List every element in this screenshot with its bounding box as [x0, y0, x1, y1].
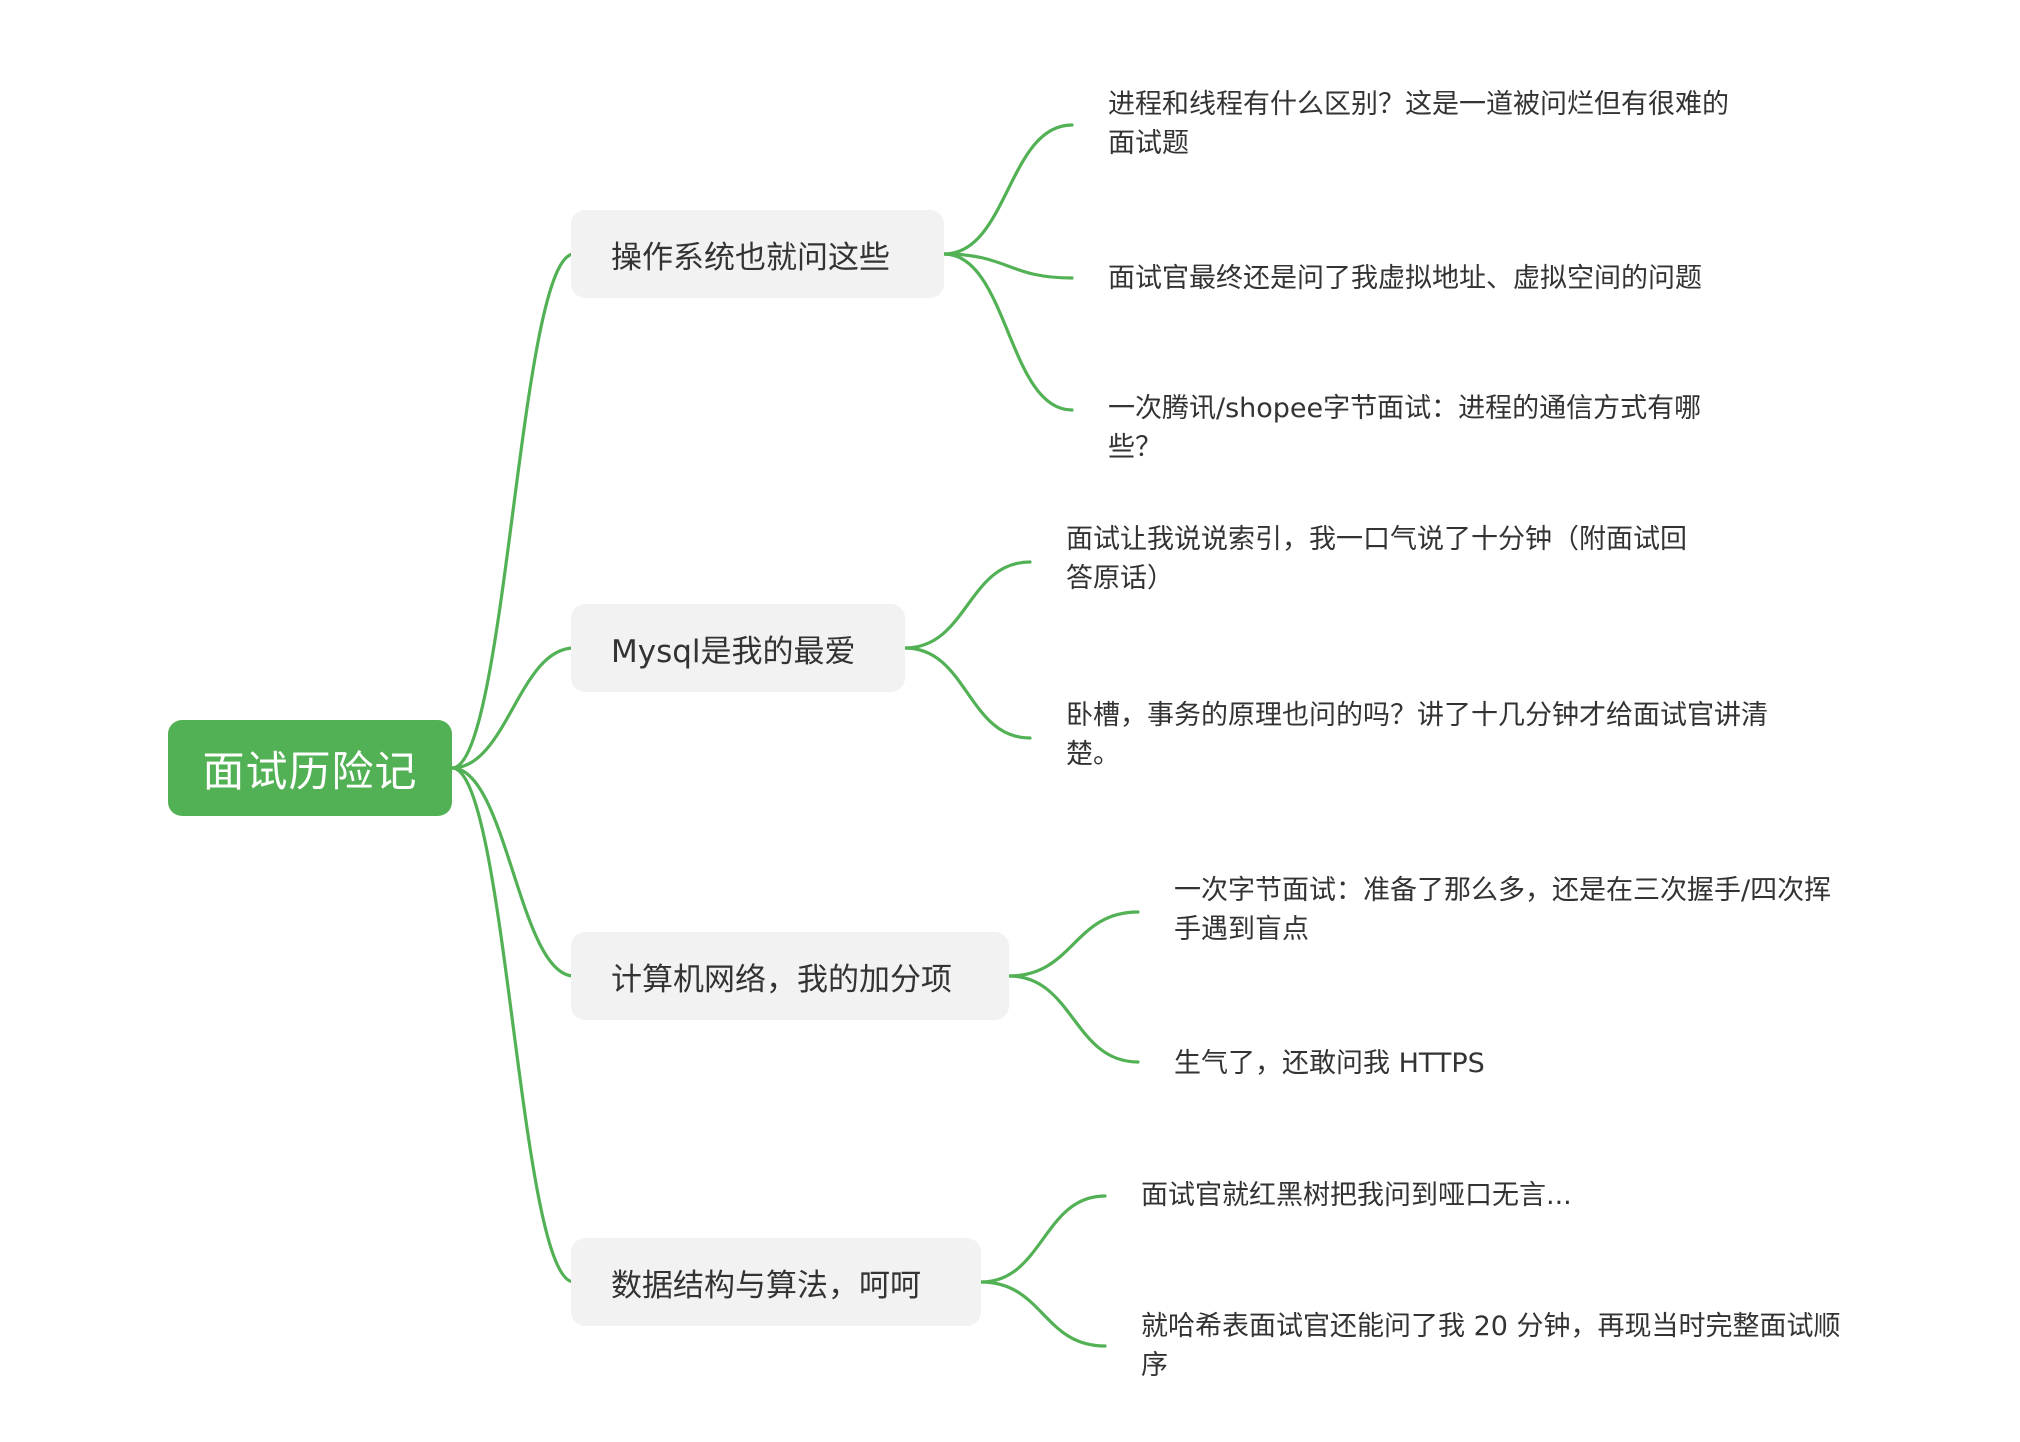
branch-topic-computer-network[interactable]: 计算机网络，我的加分项	[571, 932, 1009, 1020]
leaf-topic[interactable]: 面试官就红黑树把我问到哑口无言...	[1141, 1176, 1861, 1215]
leaf-topic-label: 生气了，还敢问我 HTTPS	[1174, 1048, 1485, 1079]
leaf-topic-label: 就哈希表面试官还能问了我 20 分钟，再现当时完整面试顺序	[1141, 1311, 1841, 1381]
leaf-topic-label: 卧槽，事务的原理也问的吗？讲了十几分钟才给面试官讲清楚。	[1066, 700, 1768, 770]
connector-line	[450, 766, 576, 1284]
branch-topic-mysql[interactable]: Mysql是我的最爱	[571, 604, 905, 692]
connector-line	[450, 646, 576, 770]
branch-topic-label: Mysql是我的最爱	[611, 633, 856, 670]
connector-line	[979, 1194, 1107, 1284]
leaf-topic[interactable]: 进程和线程有什么区别？这是一道被问烂但有很难的面试题	[1108, 85, 1748, 163]
branch-topic-label: 数据结构与算法，呵呵	[611, 1267, 921, 1304]
root-topic[interactable]: 面试历险记	[168, 720, 452, 816]
branch-topic-operating-system[interactable]: 操作系统也就问这些	[571, 210, 944, 298]
connector-line	[450, 766, 576, 978]
connector-line	[903, 560, 1032, 650]
leaf-topic-label: 面试让我说说索引，我一口气说了十分钟（附面试回答原话）	[1066, 524, 1687, 594]
branch-topic-data-structures[interactable]: 数据结构与算法，呵呵	[571, 1238, 981, 1326]
branch-topic-label: 计算机网络，我的加分项	[611, 961, 952, 998]
connector-line	[979, 1280, 1107, 1348]
leaf-topic[interactable]: 一次字节面试：准备了那么多，还是在三次握手/四次挥手遇到盲点	[1174, 871, 1834, 949]
leaf-topic-label: 一次腾讯/shopee字节面试：进程的通信方式有哪些？	[1108, 393, 1702, 463]
leaf-topic[interactable]: 生气了，还敢问我 HTTPS	[1174, 1044, 1834, 1083]
leaf-topic[interactable]: 面试官最终还是问了我虚拟地址、虚拟空间的问题	[1108, 259, 1748, 298]
leaf-topic-label: 一次字节面试：准备了那么多，还是在三次握手/四次挥手遇到盲点	[1174, 875, 1832, 945]
leaf-topic-label: 进程和线程有什么区别？这是一道被问烂但有很难的面试题	[1108, 89, 1729, 159]
connector-line	[1007, 974, 1140, 1064]
leaf-topic[interactable]: 一次腾讯/shopee字节面试：进程的通信方式有哪些？	[1108, 389, 1748, 467]
connector-line	[1007, 910, 1140, 978]
connector-line	[942, 123, 1074, 256]
connector-line	[942, 252, 1074, 412]
leaf-topic[interactable]: 卧槽，事务的原理也问的吗？讲了十几分钟才给面试官讲清楚。	[1066, 696, 1776, 774]
root-topic-label: 面试历险记	[202, 746, 418, 796]
leaf-topic-label: 面试官就红黑树把我问到哑口无言...	[1141, 1180, 1572, 1211]
connector-line	[450, 252, 576, 770]
leaf-topic[interactable]: 面试让我说说索引，我一口气说了十分钟（附面试回答原话）	[1066, 520, 1706, 598]
branch-topic-label: 操作系统也就问这些	[611, 239, 890, 276]
leaf-topic-label: 面试官最终还是问了我虚拟地址、虚拟空间的问题	[1108, 263, 1702, 294]
leaf-topic[interactable]: 就哈希表面试官还能问了我 20 分钟，再现当时完整面试顺序	[1141, 1307, 1861, 1385]
connector-line	[903, 646, 1032, 740]
connector-line	[942, 252, 1074, 280]
